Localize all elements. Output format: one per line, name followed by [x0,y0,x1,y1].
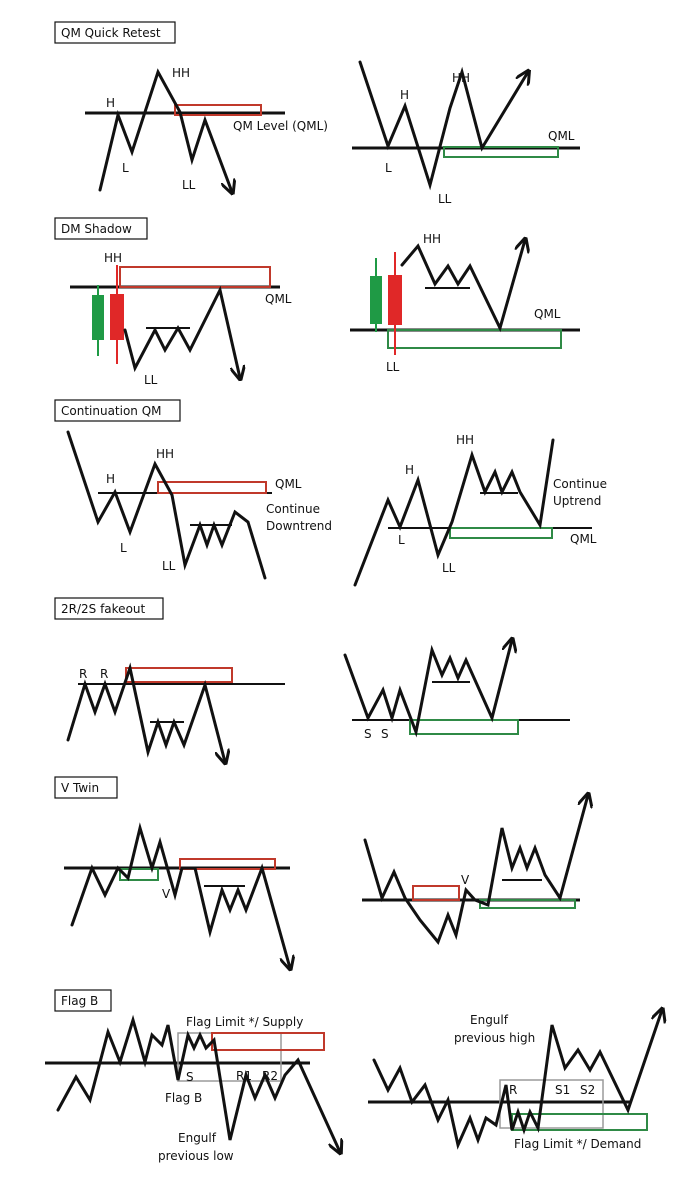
label-ll-right: LL [438,192,452,206]
bullish-zone [443,146,559,158]
label-previous-low: previous low [158,1149,234,1163]
price-path [56,1014,340,1152]
label-hh-right: HH [452,71,470,85]
label-continue-right: Continue [553,477,607,491]
label-qml-right: QML [534,307,561,321]
price-path-right [363,795,588,945]
bullish-zone [479,899,576,909]
section-title: V Twin [61,781,99,795]
label-downtrend: Downtrend [266,519,332,533]
section-title: QM Quick Retest [61,26,161,40]
section-title: Flag B [61,994,98,1008]
section-title: DM Shadow [61,222,132,236]
price-path-right [353,438,555,587]
label-s2: S2 [580,1083,595,1097]
label-ll: LL [182,178,196,192]
bearish-zone [179,858,276,870]
label-uptrend: Uptrend [553,494,601,508]
bearish-zone [119,266,271,288]
section-title-box [54,399,181,422]
price-path [123,285,240,378]
section-flag-b: Flag B Flag Limit */ Supply S R1 R2 Flag… [45,989,662,1163]
label-ll-right: LL [442,561,456,575]
label-previous-high: previous high [454,1031,535,1045]
label-s1: S [364,727,372,741]
label-r1: R [79,667,87,681]
price-path-right [372,1010,662,1150]
section-title-box [54,217,148,240]
label-l: L [120,541,127,555]
label-r2: R2 [262,1069,278,1083]
label-flag-limit-demand: Flag Limit */ Demand [514,1137,641,1151]
price-path-right [400,240,525,333]
label-ll: LL [144,373,158,387]
label-flag-b: Flag B [165,1091,202,1105]
label-h: H [106,472,115,486]
bear-candle [388,275,402,325]
label-s: S [186,1070,194,1084]
label-continue: Continue [266,502,320,516]
label-h-right: H [400,88,409,102]
price-path-right [343,640,512,738]
supply-zone [211,1032,325,1051]
section-title-box [54,21,176,44]
bull-candle [370,276,382,324]
label-engulf-right: Engulf [470,1013,509,1027]
label-hh-right: HH [423,232,441,246]
price-path [66,662,225,762]
label-s2: S [381,727,389,741]
label-v: V [162,887,171,901]
bear-candle [110,294,124,340]
label-h-right: H [405,463,414,477]
section-title: 2R/2S fakeout [61,602,146,616]
label-qml-right: QML [570,532,597,546]
bearish-zone [157,481,267,494]
section-dm-shadow: DM Shadow HH QML LL HH QML LL [54,217,580,387]
label-r: R [509,1083,517,1097]
section-title-box [54,776,118,799]
label-hh-right: HH [456,433,474,447]
label-qml: QML [265,292,292,306]
bull-candle [92,295,104,340]
section-title: Continuation QM [61,404,162,418]
section-title-box [54,597,164,620]
label-l-right: L [385,161,392,175]
label-qml-right: QML [548,129,575,143]
label-flag-limit-supply: Flag Limit */ Supply [186,1015,303,1029]
label-ll: LL [162,559,176,573]
label-l: L [122,161,129,175]
price-path [70,822,290,968]
label-r1: R1 [236,1069,252,1083]
price-path-right [358,60,528,191]
label-r2: R [100,667,108,681]
section-2r-2s-fakeout: 2R/2S fakeout R R S S [54,597,570,762]
section-v-twin: V Twin V V [54,776,588,968]
price-path [66,430,267,580]
bearish-zone [412,885,460,901]
label-l-right: L [398,533,405,547]
section-continuation-qm: Continuation QM H HH L LL QML Continue D… [54,399,607,587]
bullish-zone [387,329,562,349]
label-qm-level: QM Level (QML) [233,119,328,133]
bearish-zone [125,667,233,683]
bullish-zone [409,719,519,735]
label-v-right: V [461,873,470,887]
section-title-box [54,989,112,1012]
section-qm-quick-retest: QM Quick Retest H HH L LL QM Level (QML)… [54,21,580,206]
label-hh: HH [104,251,122,265]
label-qml: QML [275,477,302,491]
label-hh: HH [172,66,190,80]
label-engulf: Engulf [178,1131,217,1145]
label-hh: HH [156,447,174,461]
bullish-zone [449,527,553,539]
label-s1: S1 [555,1083,570,1097]
price-path [98,68,232,192]
label-h: H [106,96,115,110]
bullish-zone [119,868,159,881]
label-ll-right: LL [386,360,400,374]
bearish-zone [174,104,262,116]
